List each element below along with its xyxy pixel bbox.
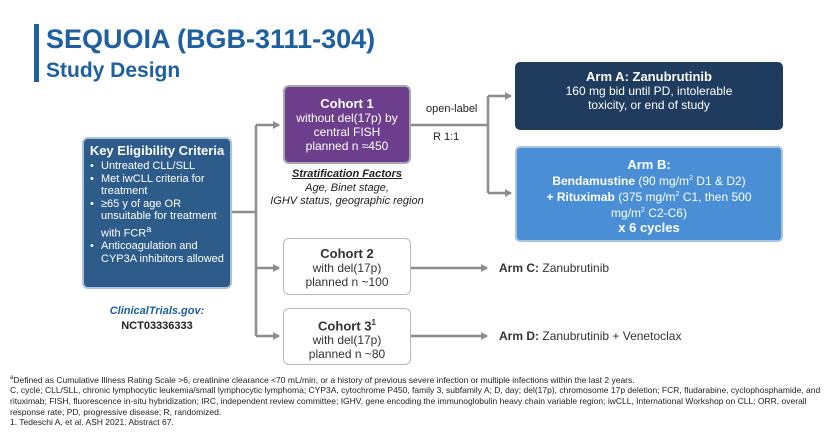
eligibility-item: ≥65 y of age OR unsuitable for treatment… [90,197,225,240]
cohort2-line: planned n ~100 [305,275,389,289]
footnote-a-text: Defined as Cumulative Illness Rating Sca… [13,374,635,385]
armB-cycles: x 6 cycles [618,220,680,235]
eligibility-item: Met iwCLL criteria for treatment [90,172,225,198]
open-label-text: open-label [426,103,478,115]
armA-line: 160 mg bid until PD, intolerable [565,84,733,98]
armB-bendamustine-line: Bendamustine (90 mg/m2 D1 & D2) [517,172,781,188]
armD-text: Zanubrutinib + Venetoclax [542,329,682,343]
cohort2-title: Cohort 2 [320,246,374,261]
cohort1-title: Cohort 1 [320,96,374,111]
cohort1-line: without del(17p) by [296,111,398,125]
superscript: 2 [641,207,645,214]
registry-id: NCT03336333 [121,320,193,332]
bendamustine-label: Bendamustine [552,174,636,188]
armA-title: Arm A: Zanubrutinib [586,69,712,84]
cohort3-box: Cohort 31 with del(17p) planned n ~80 [283,308,411,365]
rituximab-dose: C2-C6) [644,206,687,220]
superscript: 2 [675,191,680,198]
cohort2-box: Cohort 2 with del(17p) planned n ~100 [283,238,411,295]
armD-title: Arm D: [499,329,540,343]
rituximab-dose: C1, then 500 [679,190,752,204]
eligibility-heading: Key Eligibility Criteria [89,143,225,158]
armB-rituximab-line2: mg/m2 C2-C6) [517,204,781,220]
reference-marker: 1 [371,318,376,327]
cohort1-line: central FISH [313,125,381,139]
eligibility-list: Untreated CLL/SLL Met iwCLL criteria for… [89,160,225,265]
rituximab-dose: mg/m [611,206,642,220]
eligibility-item-text: Met iwCLL criteria for treatment [101,172,205,198]
randomization-ratio: R 1:1 [433,131,460,143]
page-subtitle: Study Design [46,59,181,82]
footnotes: aDefined as Cumulative Illness Rating Sc… [10,373,822,428]
eligibility-item: Anticoagulation and CYP3A inhibitors all… [90,240,225,265]
cohort3-title: Cohort 31 [284,316,410,333]
eligibility-item-text: Untreated CLL/SLL [101,160,196,172]
rituximab-label: + Rituximab [546,190,615,204]
armB-box: Arm B: Bendamustine (90 mg/m2 D1 & D2) +… [515,146,783,242]
cohort3-line: with del(17p) [312,333,382,348]
armD-label: Arm D: Zanubrutinib + Venetoclax [499,329,681,343]
armB-title: Arm B: [627,157,671,172]
rituximab-dose: (375 mg/m [618,190,676,204]
stratification-line: IGHV status, geographic region [270,195,424,207]
page-title: SEQUOIA (BGB-3111-304) [46,24,376,54]
stratification-line: Age, Binet stage, [305,182,389,194]
cohort1-line: planned n ≈450 [305,139,389,153]
bendamustine-dose: (90 mg/m [638,174,690,188]
eligibility-item-text: ≥65 y of age OR unsuitable for treatment… [101,197,217,240]
stratification-factors: Age, Binet stage, IGHV status, geographi… [262,182,432,208]
stratification-title: Stratification Factors [291,168,403,180]
armC-title: Arm C: [499,261,540,275]
footnote-marker: a [146,223,152,234]
armA-line: toxicity, or end of study [588,98,710,112]
footnote-reference: 1. Tedeschi A, et al. ASH 2021. Abstract… [10,417,174,428]
cohort1-box: Cohort 1 without del(17p) by central FIS… [283,85,411,164]
footnote-abbreviations: C, cycle; CLL/SLL, chronic lymphocytic l… [10,385,821,417]
armC-text: Zanubrutinib [542,261,610,275]
eligibility-box: Key Eligibility Criteria Untreated CLL/S… [82,137,232,289]
footnote-a: aDefined as Cumulative Illness Rating Sc… [10,373,822,385]
armC-label: Arm C: Zanubrutinib [499,261,609,275]
cohort3-title-text: Cohort 3 [318,318,372,334]
armB-rituximab-line: + Rituximab (375 mg/m2 C1, then 500 [517,188,781,204]
bendamustine-dose: D1 & D2) [692,174,746,188]
eligibility-item: Untreated CLL/SLL [90,160,225,173]
footnote-marker: a [10,375,14,381]
title-accent-bar [34,24,39,82]
cohort3-line: planned n ~80 [308,347,386,362]
registry-label: ClinicalTrials.gov: [109,305,205,317]
eligibility-item-text: Anticoagulation and CYP3A inhibitors all… [101,240,224,265]
cohort2-line: with del(17p) [312,261,382,275]
armA-box: Arm A: Zanubrutinib 160 mg bid until PD,… [515,62,783,130]
superscript: 2 [689,175,693,182]
